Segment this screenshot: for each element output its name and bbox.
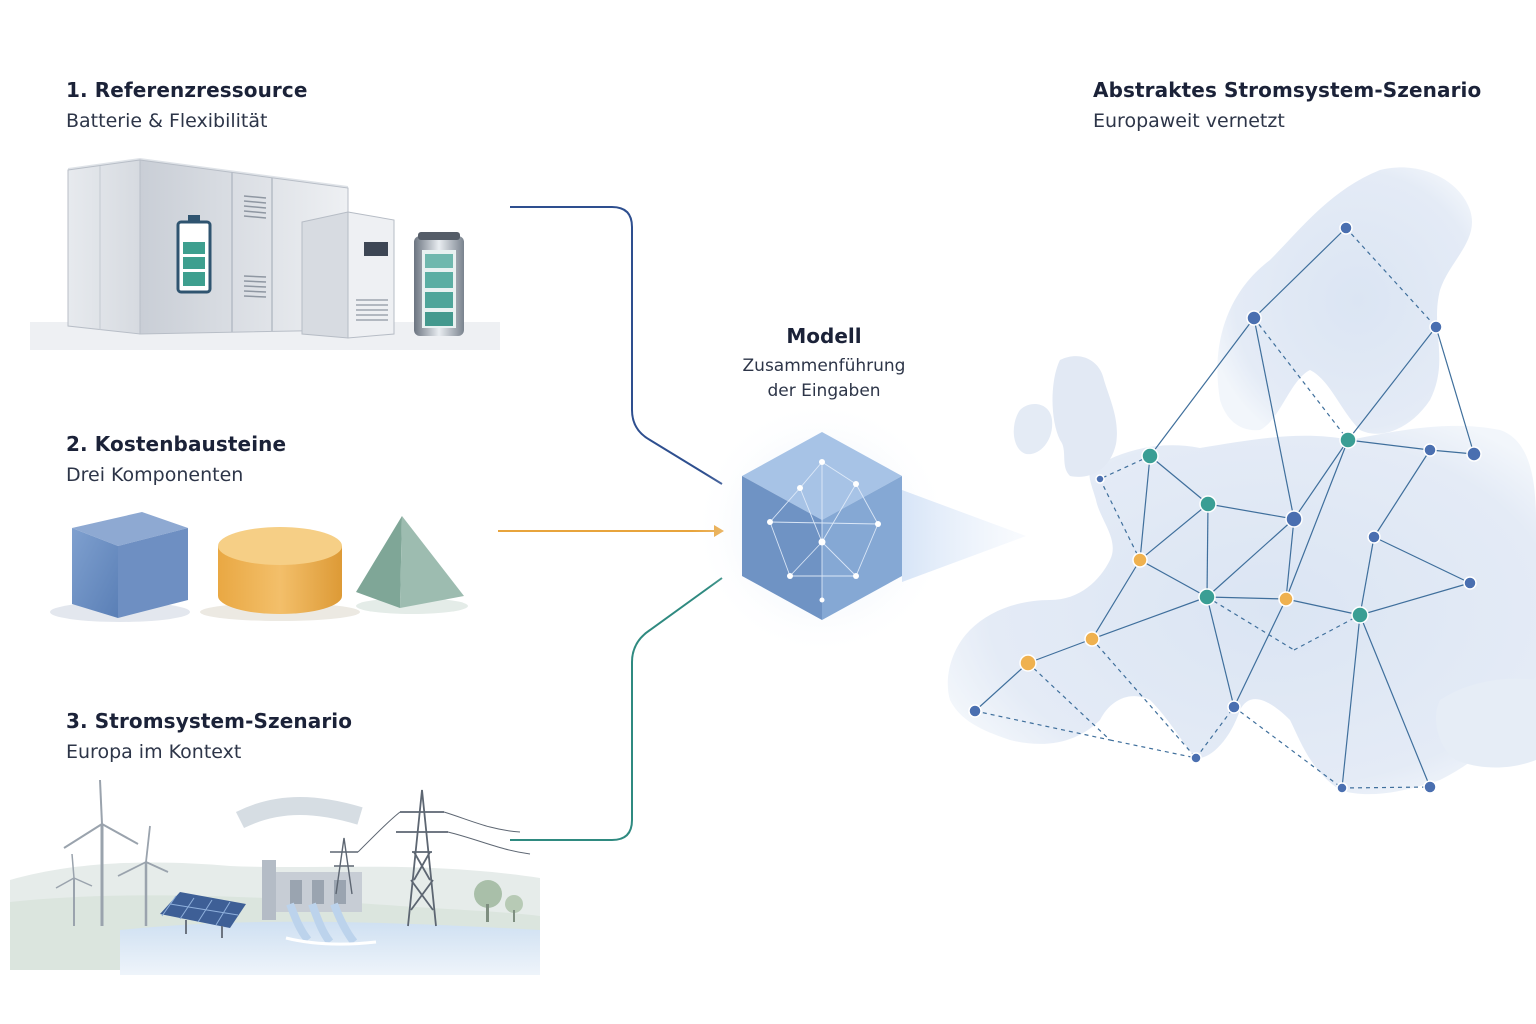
node-orange xyxy=(1084,631,1100,647)
output-title: Abstraktes Stromsystem-Szenario xyxy=(1093,78,1482,102)
input-3-title: 3. Stromsystem-Szenario xyxy=(66,709,353,733)
node-blue xyxy=(1190,752,1202,764)
node-blue xyxy=(1227,700,1241,714)
node-blue xyxy=(968,704,982,718)
connector-3 xyxy=(510,577,723,841)
model-title: Modell xyxy=(786,324,862,348)
input-1-label: 1. Referenzressource Batterie & Flexibil… xyxy=(66,78,308,132)
cost-shapes-illustration xyxy=(50,512,468,622)
energy-landscape-illustration xyxy=(10,779,540,975)
output-subtitle: Europaweit vernetzt xyxy=(1093,110,1285,132)
connector-1 xyxy=(510,206,723,485)
pyramid-shape xyxy=(356,516,464,608)
map-british-isles xyxy=(1052,356,1117,477)
input-3-label: 3. Stromsystem-Szenario Europa im Kontex… xyxy=(66,709,352,763)
network-edges xyxy=(974,227,1475,789)
node-orange xyxy=(1132,552,1148,568)
solar-panel xyxy=(160,892,246,938)
network-edges-dashed xyxy=(974,227,1437,789)
battery-container-illustration xyxy=(30,158,500,350)
model-subtitle-line1: Zusammenführung xyxy=(742,356,906,376)
node-orange xyxy=(1278,591,1294,607)
output-label: Abstraktes Stromsystem-Szenario Europawe… xyxy=(1093,78,1481,132)
model-label: Modell Zusammenführung der Eingaben xyxy=(724,324,924,404)
input-2-title: 2. Kostenbausteine xyxy=(66,432,287,456)
input-1-title: 1. Referenzressource xyxy=(66,78,308,102)
node-teal xyxy=(1351,606,1369,624)
input-2-subtitle: Drei Komponenten xyxy=(66,464,244,486)
node-orange xyxy=(1019,654,1037,672)
map-ireland xyxy=(1013,404,1053,455)
node-teal xyxy=(1141,447,1159,465)
network-nodes xyxy=(968,221,1482,794)
node-blue xyxy=(1246,310,1262,326)
map-scandinavia xyxy=(1217,167,1473,434)
cube-shape xyxy=(72,512,188,618)
europe-network-map xyxy=(947,167,1536,795)
node-blue xyxy=(1463,576,1477,590)
model-subtitle-line2: der Eingaben xyxy=(767,381,881,401)
node-blue xyxy=(1429,320,1443,334)
cylinder-shape xyxy=(218,527,342,614)
node-blue xyxy=(1423,780,1437,794)
input-2-label: 2. Kostenbausteine Drei Komponenten xyxy=(66,432,286,486)
node-blue xyxy=(1367,530,1381,544)
node-blue xyxy=(1423,443,1437,457)
node-blue xyxy=(1095,474,1105,484)
input-3-subtitle: Europa im Kontext xyxy=(66,741,242,763)
connector-lines xyxy=(498,206,724,841)
node-blue xyxy=(1336,782,1348,794)
node-teal xyxy=(1339,431,1357,449)
map-mainland xyxy=(947,425,1536,795)
map-turkey xyxy=(1435,678,1536,768)
node-teal xyxy=(1198,588,1216,606)
hydro-dam xyxy=(262,860,377,946)
input-1-subtitle: Batterie & Flexibilität xyxy=(66,110,268,132)
node-blue xyxy=(1466,446,1482,462)
node-blue xyxy=(1285,510,1303,528)
model-cube-icon xyxy=(692,398,1026,658)
node-blue xyxy=(1339,221,1353,235)
power-pylon xyxy=(330,789,531,927)
node-teal xyxy=(1199,495,1217,513)
wind-turbine xyxy=(55,779,169,926)
